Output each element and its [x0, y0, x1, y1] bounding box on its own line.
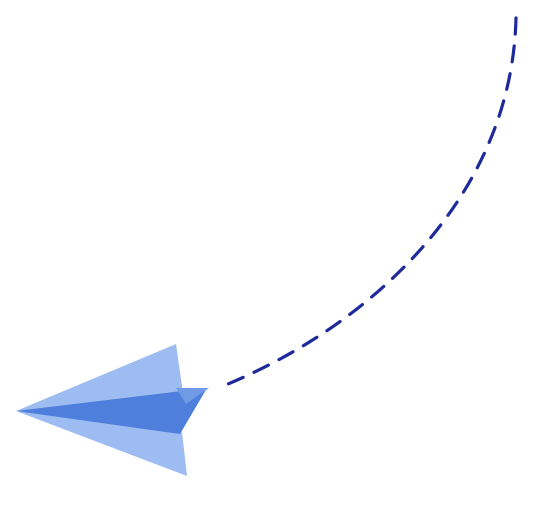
airplane-upper-wing	[16, 344, 184, 411]
airplane-body-fold	[16, 388, 207, 434]
paper-airplane-icon	[16, 344, 209, 476]
dashed-flight-trail	[226, 16, 518, 386]
airplane-tail-fold	[176, 388, 209, 404]
